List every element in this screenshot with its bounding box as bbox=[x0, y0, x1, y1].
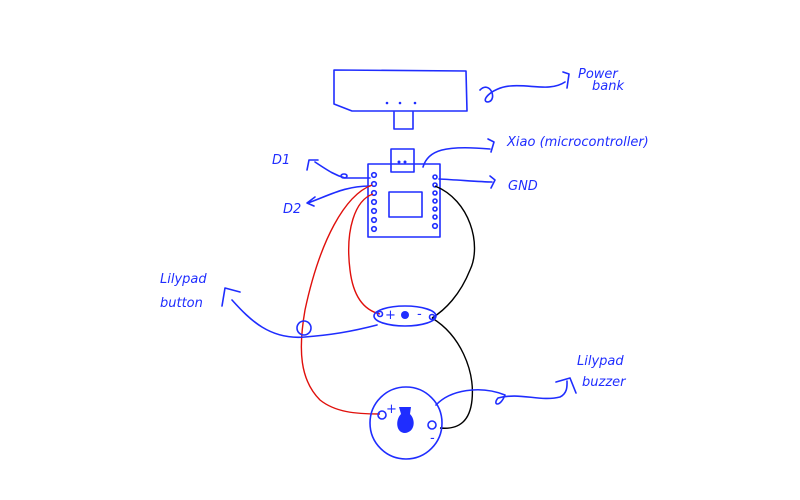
black-wire-button-to-buzzer bbox=[431, 317, 474, 429]
d1-arrow bbox=[306, 159, 371, 179]
buzzer-label-line1: Lilypad bbox=[577, 354, 624, 369]
power-bank-label-line2: bank bbox=[592, 79, 624, 94]
d2-label: D2 bbox=[283, 202, 301, 217]
power-bank-arrow bbox=[479, 71, 570, 103]
gnd-label: GND bbox=[508, 179, 538, 194]
left-pins bbox=[370, 171, 378, 233]
xiao-arrow bbox=[422, 138, 495, 168]
d2-arrow bbox=[306, 185, 371, 207]
red-wire-to-buzzer bbox=[300, 184, 381, 415]
xiao-label: Xiao (microcontroller) bbox=[506, 135, 649, 150]
right-pins bbox=[431, 174, 439, 230]
buzzer-minus: - bbox=[430, 431, 435, 446]
button-arrow bbox=[221, 287, 378, 339]
buzzer-plus: + bbox=[386, 402, 397, 417]
button-plus: + bbox=[385, 308, 396, 323]
button-label-line1: Lilypad bbox=[160, 272, 207, 287]
power-bank bbox=[333, 69, 468, 130]
lilypad-button: + - bbox=[373, 305, 437, 327]
button-minus: - bbox=[417, 307, 422, 322]
red-wire-to-button bbox=[348, 193, 381, 315]
d1-label: D1 bbox=[272, 153, 290, 168]
power-bank-label-line1: Power bbox=[578, 67, 619, 82]
black-wire-gnd-to-button bbox=[431, 185, 476, 319]
buzzer-label-line2: buzzer bbox=[582, 375, 627, 390]
buzzer-arrow bbox=[435, 377, 577, 406]
lilypad-buzzer: + - bbox=[369, 386, 443, 460]
button-label-line2: button bbox=[160, 296, 203, 311]
xiao-board bbox=[367, 148, 441, 238]
gnd-arrow bbox=[438, 175, 496, 189]
